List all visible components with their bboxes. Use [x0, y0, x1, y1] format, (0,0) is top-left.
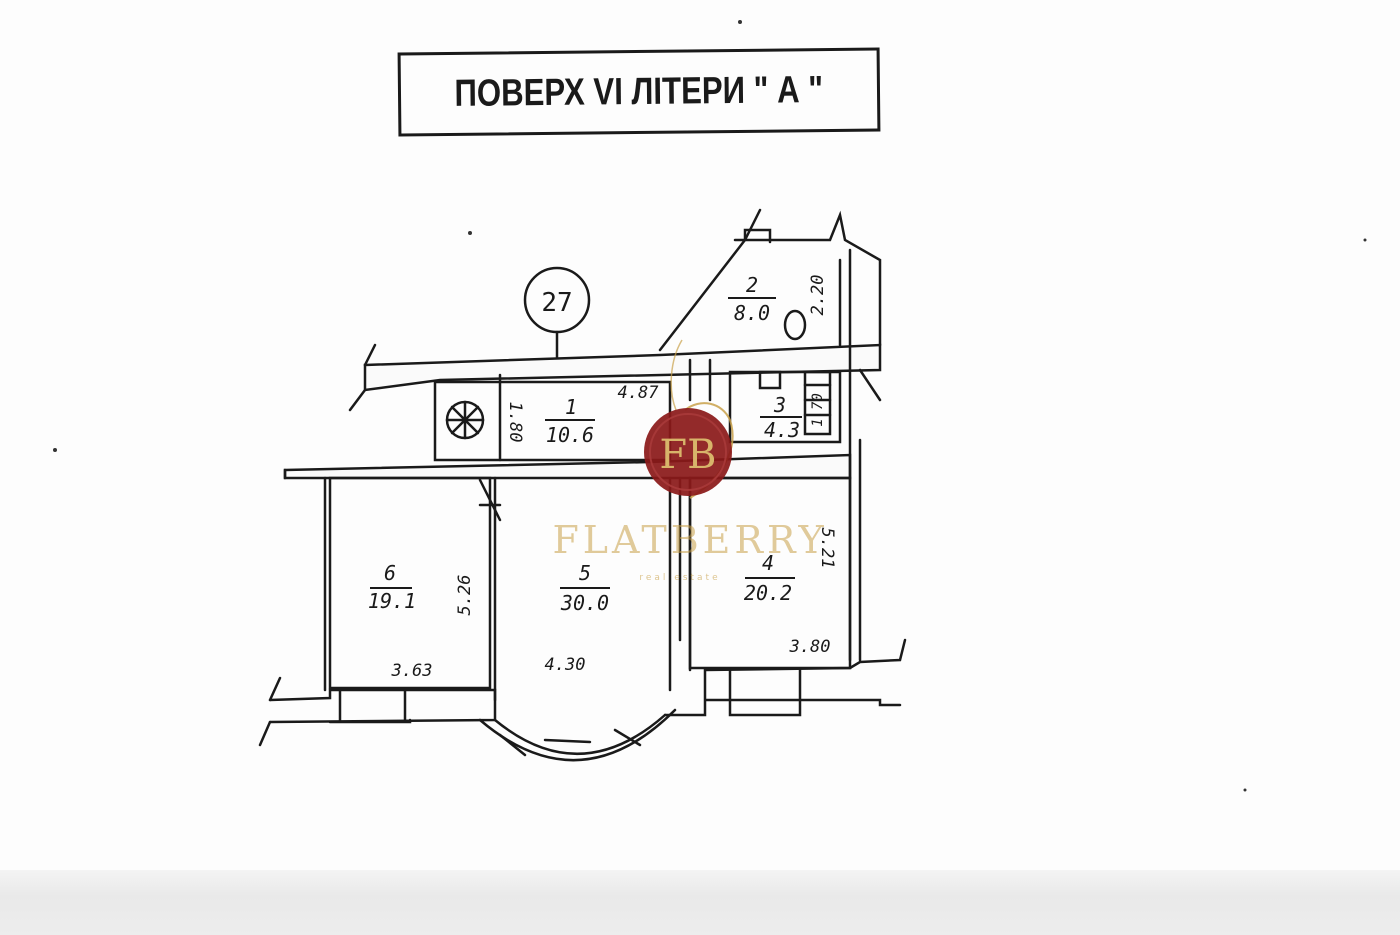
- room-1-number: 1: [565, 395, 577, 419]
- dim-room5-width: 4.30: [545, 655, 586, 675]
- room-5-area: 30.0: [560, 591, 609, 615]
- dim-room3-width: 1.70: [810, 393, 826, 427]
- room-2-area: 8.0: [734, 301, 770, 325]
- flatberry-emblem: [644, 408, 732, 496]
- dim-room6-depth: 5.26: [455, 575, 475, 616]
- dim-room4-width: 3.80: [789, 637, 831, 657]
- flatberry-tagline: real estate: [639, 573, 720, 583]
- room-5-number: 5: [579, 561, 591, 585]
- dim-room4-depth: 5.21: [817, 528, 837, 569]
- flatberry-watermark: FB FLATBERRY real estate: [552, 339, 827, 583]
- room-4-number: 4: [762, 551, 774, 575]
- dim-room2-width: 2.20: [808, 275, 828, 316]
- flatberry-brand: FLATBERRY: [552, 518, 827, 562]
- dim-corridor-width: 1.80: [505, 402, 525, 443]
- room-3-number: 3: [773, 393, 786, 417]
- flatberry-monogram: FB: [659, 432, 716, 478]
- room-3-area: 4.3: [764, 418, 800, 442]
- room-1-area: 10.6: [546, 423, 594, 447]
- room-2-number: 2: [746, 273, 758, 297]
- dim-room6-width: 3.63: [391, 661, 433, 681]
- room-6-number: 6: [384, 561, 396, 585]
- dim-corridor-length: 4.87: [618, 383, 660, 403]
- room-6-area: 19.1: [368, 589, 416, 613]
- room-4-area: 20.2: [744, 581, 792, 605]
- scan-bottom-shadow: [0, 870, 1400, 935]
- apartment-number: 27: [541, 288, 572, 318]
